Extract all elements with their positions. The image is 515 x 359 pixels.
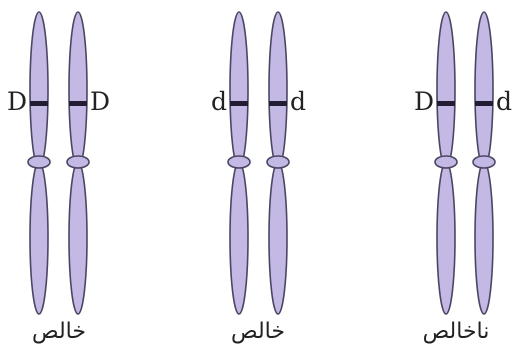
chromosome-2-left bbox=[228, 12, 250, 314]
allele-label-2-left: d bbox=[211, 87, 227, 116]
allele-label-3-left: D bbox=[414, 87, 434, 116]
caption-pair-3: ناخالص bbox=[396, 316, 515, 348]
caption-pair-1: خالص bbox=[0, 316, 119, 348]
chromosome-pair-2: d d bbox=[211, 12, 306, 314]
chromosome-3-right bbox=[473, 12, 495, 314]
allele-label-1-right: D bbox=[90, 87, 110, 116]
chromosome-3-left bbox=[435, 12, 457, 314]
allele-label-2-right: d bbox=[290, 87, 306, 116]
allele-label-3-right: d bbox=[496, 87, 512, 116]
chromosome-1-right bbox=[67, 12, 89, 314]
allele-label-1-left: D bbox=[7, 87, 27, 116]
chromosome-2-right bbox=[267, 12, 289, 314]
chromosome-pair-1: D D bbox=[7, 12, 110, 314]
chromosome-pair-3: D d bbox=[414, 12, 512, 314]
caption-pair-2: خالص bbox=[198, 316, 318, 348]
chromosome-1-left bbox=[28, 12, 50, 314]
